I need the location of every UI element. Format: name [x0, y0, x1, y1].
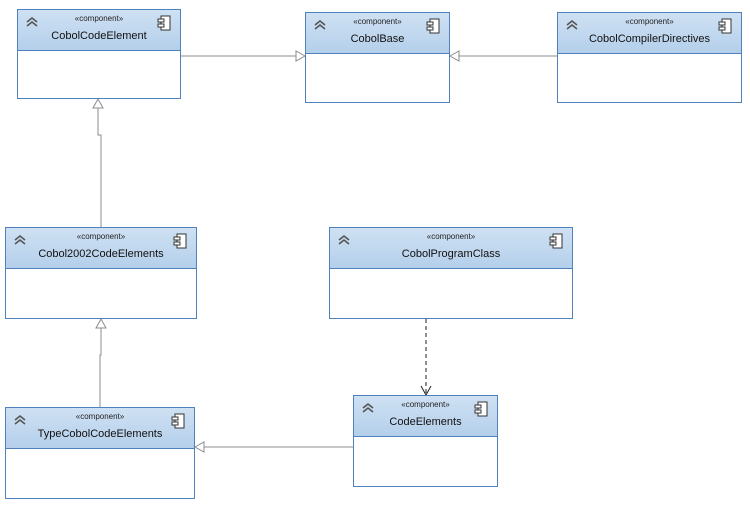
component-stereotype: «component» — [426, 232, 476, 241]
component-name: TypeCobolCodeElements — [37, 428, 163, 440]
uml-component-icon — [474, 401, 488, 417]
component-header: «component» CobolProgramClass — [330, 228, 572, 269]
collapse-chevron-icon[interactable] — [25, 16, 39, 28]
component-stereotype: «component» — [401, 400, 450, 409]
generalization-typecobolcodeelements-to-cobol2002codeelements[interactable] — [99, 328, 102, 407]
component-header: «component» TypeCobolCodeElements — [6, 408, 194, 449]
collapse-chevron-icon[interactable] — [565, 19, 579, 31]
component-header: «component» Cobol2002CodeElements — [6, 228, 196, 269]
generalization-arrowhead — [95, 317, 107, 329]
generalization-arrowhead — [92, 97, 104, 109]
component-name: CobolCodeElement — [51, 30, 147, 42]
component-stereotype: «component» — [625, 17, 674, 26]
component-header: «component» CodeElements — [354, 396, 497, 437]
component-stereotype: «component» — [353, 17, 402, 26]
uml-component-icon — [171, 413, 185, 429]
component-name: CobolCompilerDirectives — [588, 33, 711, 45]
uml-component-icon — [718, 18, 732, 34]
component-typecobolcodeelements[interactable]: «component» TypeCobolCodeElements — [5, 407, 195, 499]
uml-component-icon — [426, 18, 440, 34]
component-header: «component» CobolCompilerDirectives — [558, 13, 741, 54]
collapse-chevron-icon[interactable] — [13, 234, 27, 246]
component-header: «component» CobolCodeElement — [18, 10, 180, 51]
uml-component-icon — [549, 233, 563, 249]
component-cobolcompilerdirectives[interactable]: «component» CobolCompilerDirectives — [557, 12, 742, 103]
component-stereotype: «component» — [76, 232, 126, 241]
component-codeelements[interactable]: «component» CodeElements — [353, 395, 498, 487]
component-name: CobolProgramClass — [401, 248, 501, 260]
uml-component-icon — [157, 15, 171, 31]
generalization-cobol2002codeelements-to-cobolcodeelement[interactable] — [97, 108, 102, 227]
component-header: «component» CobolBase — [306, 13, 449, 54]
generalization-arrowhead — [295, 50, 307, 62]
component-cobolprogramclass[interactable]: «component» CobolProgramClass — [329, 227, 573, 319]
component-stereotype: «component» — [75, 412, 125, 421]
component-cobol2002codeelements[interactable]: «component» Cobol2002CodeElements — [5, 227, 197, 319]
generalization-arrowhead — [193, 441, 205, 453]
collapse-chevron-icon[interactable] — [313, 19, 327, 31]
collapse-chevron-icon[interactable] — [361, 402, 375, 414]
component-name: CodeElements — [389, 416, 462, 428]
generalization-arrowhead — [448, 50, 460, 62]
uml-component-icon — [173, 233, 187, 249]
collapse-chevron-icon[interactable] — [337, 234, 351, 246]
component-name: CobolBase — [350, 33, 405, 45]
component-name: Cobol2002CodeElements — [38, 248, 164, 260]
component-stereotype: «component» — [74, 14, 124, 23]
collapse-chevron-icon[interactable] — [13, 414, 27, 426]
component-cobolcodeelement[interactable]: «component» CobolCodeElement — [17, 9, 181, 99]
component-cobolbase[interactable]: «component» CobolBase — [305, 12, 450, 103]
